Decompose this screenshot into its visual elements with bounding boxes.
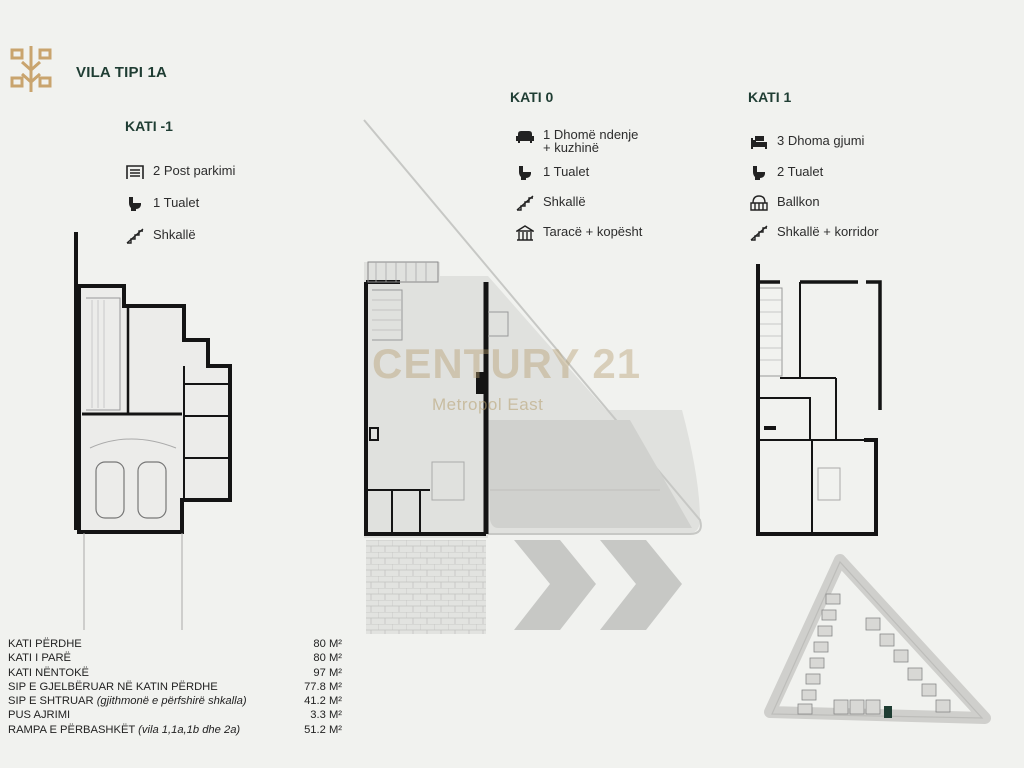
sofa-icon — [516, 131, 534, 143]
plan-basement — [74, 232, 232, 630]
garage-icon — [126, 165, 144, 179]
balcony-icon — [750, 195, 768, 211]
area-row: RAMPA E PËRBASHKËT (vila 1,1a,1b dhe 2a)… — [8, 723, 342, 736]
site-map — [764, 554, 991, 724]
feature-parking: 2 Post parkimi — [126, 164, 235, 180]
feature-toilet: 1 Tualet — [516, 165, 589, 181]
feature-stairs-corridor: Shkallë + korridor — [750, 225, 879, 241]
floor-heading-ground: KATI 0 — [510, 89, 554, 105]
feature-balcony: Ballkon — [750, 195, 820, 211]
bed-icon — [751, 136, 767, 149]
feature-stairs: Shkallë — [516, 195, 586, 211]
brand-logo — [10, 46, 52, 92]
feature-toilets: 2 Tualet — [750, 165, 823, 181]
floor-heading-basement: KATI -1 — [125, 118, 173, 134]
feature-terrace: Taracë + kopësht — [516, 225, 642, 241]
feature-toilet: 1 Tualet — [126, 196, 199, 212]
watermark-office: Metropol East — [432, 395, 544, 414]
plan-first — [756, 264, 882, 536]
stairs-icon — [750, 225, 768, 241]
stairs-icon — [126, 228, 144, 244]
toilet-icon — [753, 166, 765, 180]
feature-living: 1 Dhomë ndenje + kuzhinë — [516, 128, 638, 154]
floor-heading-first: KATI 1 — [748, 89, 792, 105]
villa-title: VILA TIPI 1A — [76, 64, 168, 81]
watermark-brand: CENTURY 21 — [372, 340, 642, 387]
feature-bedrooms: 3 Dhoma gjumi — [750, 134, 864, 150]
stairs-icon — [516, 195, 534, 211]
area-row: SIP E SHTRUAR (gjithmonë e përfshirë shk… — [8, 695, 342, 708]
toilet-icon — [519, 166, 531, 180]
toilet-icon — [129, 197, 141, 211]
plan-ground — [363, 119, 702, 634]
feature-stairs: Shkallë — [126, 228, 196, 244]
terrace-icon — [516, 225, 534, 241]
